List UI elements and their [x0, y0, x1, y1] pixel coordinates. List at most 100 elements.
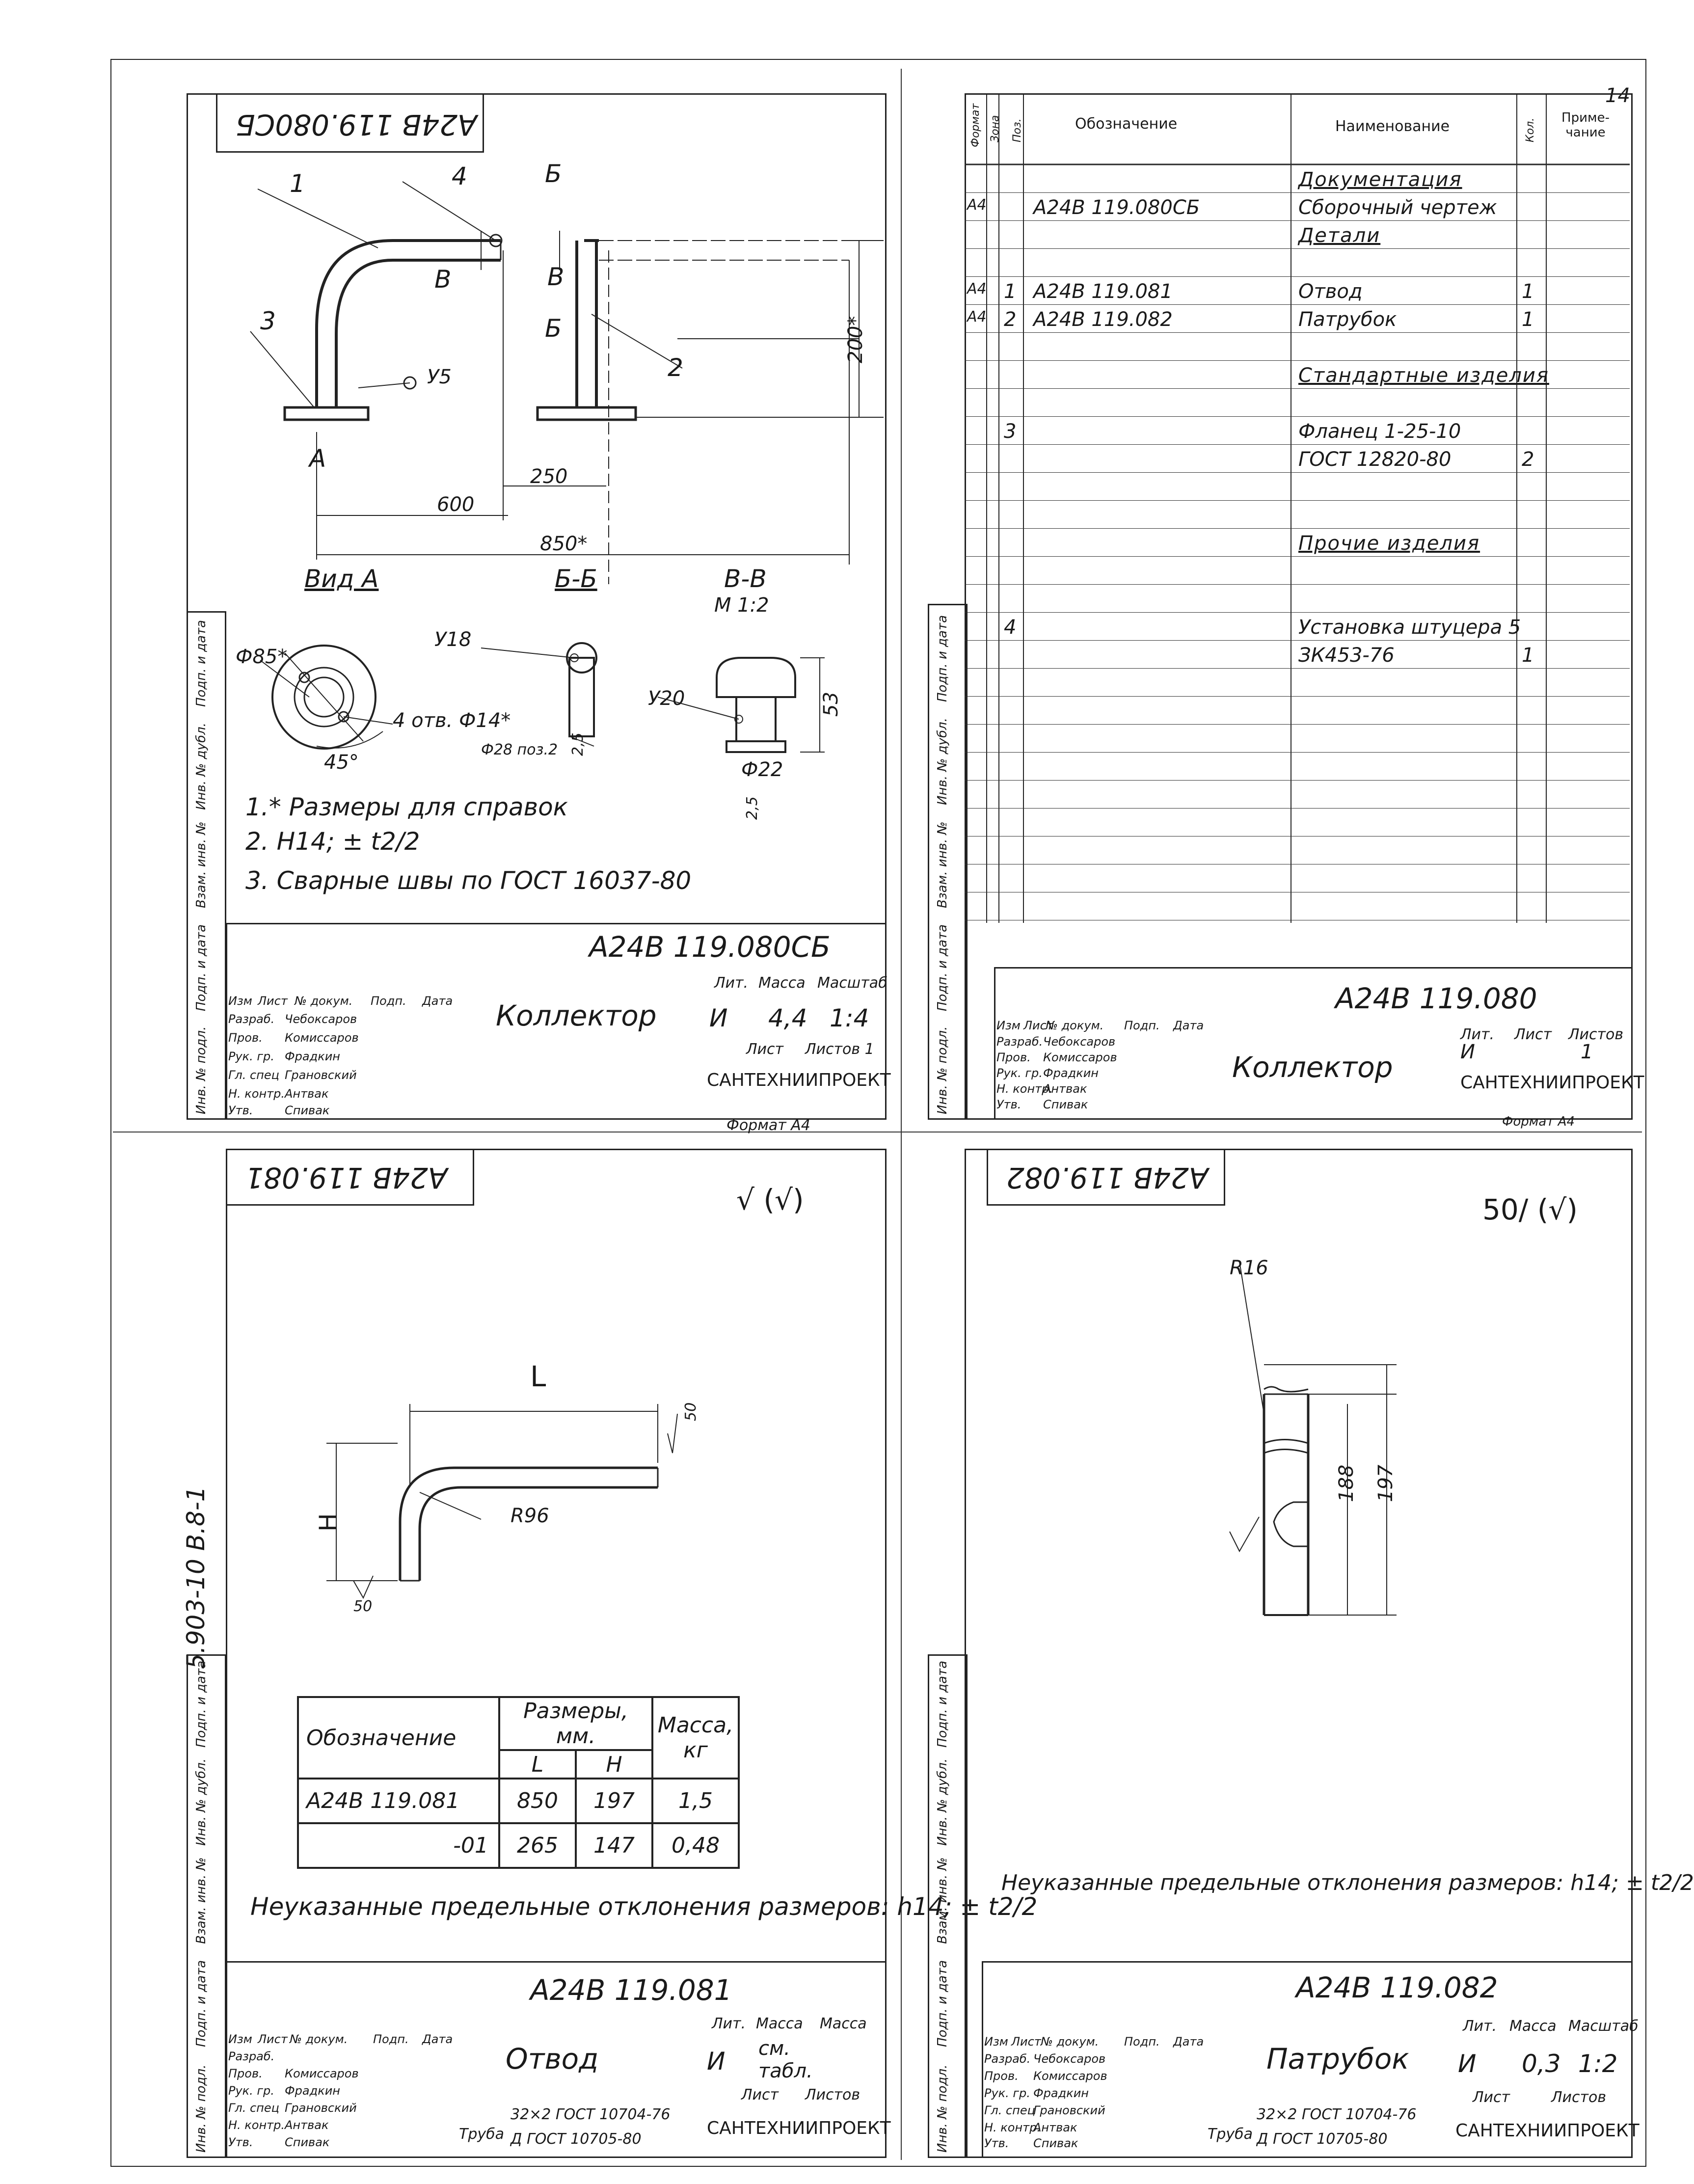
drawing-c-person-3: Грановский: [285, 2101, 357, 2115]
spec-row-line: [965, 192, 1630, 193]
drawing-a-role-4: Н. контр.: [228, 1087, 285, 1101]
drawing-a-hdr-izm: Изм: [228, 994, 252, 1008]
spec-cell-pos: 2: [1004, 308, 1017, 331]
spec-cell-qty: 1: [1522, 280, 1534, 303]
spec-cell-qty: 1: [1522, 644, 1534, 667]
drawing-d-title: Патрубок: [1266, 2042, 1409, 2076]
drawing-d-person-3: Грановский: [1033, 2103, 1105, 2117]
spec-row-line: [965, 472, 1630, 473]
spec-cell-pos: 1: [1004, 280, 1017, 303]
drawing-c-role-1: Пров.: [228, 2067, 263, 2080]
drawing-d-person-1: Комиссаров: [1033, 2069, 1107, 2083]
table-cell: А24В 119.081: [297, 1778, 500, 1824]
drawing-a-hdr-list: Лист: [258, 994, 288, 1008]
table-row: Прочие изделия: [965, 532, 1630, 560]
spec-row-line: [965, 556, 1630, 557]
spec-cell-pos: 4: [1004, 616, 1017, 639]
drawing-c-lit: И: [707, 2047, 726, 2076]
drawing-c-hdr-mass-2: Масса: [820, 2015, 867, 2032]
spec-row-line: [965, 668, 1630, 669]
drawing-b-hdr-date: Дата: [1173, 1019, 1204, 1032]
drawing-a-format: Формат А4: [726, 1117, 810, 1134]
drawing-d-hdr-doc: № докум.: [1041, 2035, 1099, 2049]
drawing-a-side-stamp: [187, 611, 226, 1120]
drawing-a-role-2: Рук. гр.: [228, 1050, 274, 1063]
drawing-d-org: САНТЕХНИИПРОЕКТ: [1455, 2121, 1640, 2141]
spec-row-line: [965, 696, 1630, 697]
drawing-d-scale: 1:2: [1578, 2049, 1618, 2078]
spec-col-zone: Зона: [989, 115, 1001, 142]
drawing-c-material-top: 32×2 ГОСТ 10704-76: [511, 2106, 671, 2123]
drawing-a-role-3: Гл. спец: [228, 1068, 279, 1082]
spec-cell-name: Патрубок: [1298, 308, 1397, 331]
drawing-c-stamp-2: Взам. инв. №: [194, 1857, 209, 1944]
drawing-b-role-1: Пров.: [996, 1051, 1031, 1064]
drawing-c-role-2: Рук. гр.: [228, 2084, 274, 2098]
drawing-c-material-label: Труба: [459, 2126, 505, 2143]
drawing-c-person-4: Антвак: [285, 2118, 329, 2132]
spec-row-line: [965, 584, 1630, 585]
spec-col-name: Наименование: [1335, 118, 1450, 135]
drawing-a-person-5: Спивак: [285, 1104, 330, 1117]
drawing-a-role-0: Разраб.: [228, 1012, 275, 1026]
drawing-b-role-4: Н. контр.: [996, 1082, 1053, 1096]
table-cell: 850: [498, 1778, 577, 1824]
drawing-d-hdr-lit: Лит.: [1463, 2018, 1497, 2035]
spec-cell-name: Фланец 1-25-10: [1298, 420, 1461, 443]
drawing-a-role-5: Утв.: [228, 1104, 253, 1117]
table-cell: -01: [297, 1822, 500, 1869]
drawing-b-person-2: Фрадкин: [1043, 1066, 1099, 1080]
table-row: Детали: [965, 224, 1630, 252]
drawing-a-person-3: Грановский: [285, 1068, 357, 1082]
table-head-H: H: [575, 1749, 653, 1780]
drawing-d-mass: 0,3: [1522, 2049, 1561, 2078]
dim-2-5-b: 2,5: [744, 796, 761, 820]
drawing-a-person-4: Антвак: [285, 1087, 329, 1101]
drawing-a-hdr-scale: Масштаб: [817, 974, 887, 992]
pos-1-label: 1: [290, 169, 305, 198]
spec-row-line: [965, 248, 1630, 249]
drawing-a-code-box: [216, 93, 484, 153]
table-row: А24В 119.081 850 197 1,5: [297, 1778, 740, 1824]
drawing-d-hdr-mass: Масса: [1509, 2018, 1557, 2035]
note-1: 1.* Размеры для справок: [245, 793, 568, 821]
drawing-c-hdr-sheet: Лист: [741, 2086, 779, 2103]
drawing-c-title: Отвод: [506, 2042, 599, 2076]
dim-600: 600: [437, 493, 475, 516]
outer-frame: [110, 59, 1646, 2167]
drawing-d-side-stamp: [928, 1654, 968, 2158]
drawing-a-person-2: Фрадкин: [285, 1050, 340, 1063]
view-a-title: Вид А: [304, 565, 379, 593]
drawing-a-title-block: [226, 923, 887, 1120]
spec-cell-fmt: А4: [967, 280, 987, 297]
spec-cell-name: Прочие изделия: [1298, 532, 1480, 555]
drawing-b-stamp-3: Инв. № дубл.: [935, 718, 950, 805]
spec-row-line: [965, 500, 1630, 501]
spec-row-line: [965, 220, 1630, 221]
dim-holes: 4 отв. Ф14*: [393, 709, 511, 732]
drawing-d-hdr-izm: Изм: [984, 2035, 1008, 2049]
drawing-d-hdr-date: Дата: [1173, 2035, 1204, 2049]
drawing-c-hdr-sheets: Листов: [805, 2086, 860, 2103]
drawing-a-code: А24В 119.080СБ: [589, 930, 831, 964]
drawing-b-person-5: Спивак: [1043, 1098, 1088, 1111]
sheet-number: 14: [1605, 84, 1630, 107]
elbow-dims-table: Обозначение Размеры, мм. Масса, кг L H А…: [297, 1696, 740, 1869]
spec-row-line: [965, 164, 1630, 165]
section-b-top-label: Б: [545, 160, 562, 188]
drawing-b-side-stamp: [928, 604, 968, 1120]
dim-200: 200*: [844, 316, 867, 363]
dim-850: 850*: [540, 533, 588, 555]
drawing-d-material-bot: Д ГОСТ 10705-80: [1257, 2130, 1388, 2148]
drawing-a-org: САНТЕХНИИПРОЕКТ: [707, 1070, 891, 1090]
drawing-a-sheets: Листов 1: [805, 1041, 874, 1058]
drawing-d-role-2: Рук. гр.: [984, 2086, 1030, 2100]
drawing-c-role-4: Н. контр.: [228, 2118, 285, 2132]
drawing-b-person-0: Чебоксаров: [1043, 1035, 1116, 1049]
drawing-d-lit: И: [1458, 2049, 1477, 2078]
drawing-d-stamp-0: Инв. № подл.: [935, 2064, 950, 2153]
